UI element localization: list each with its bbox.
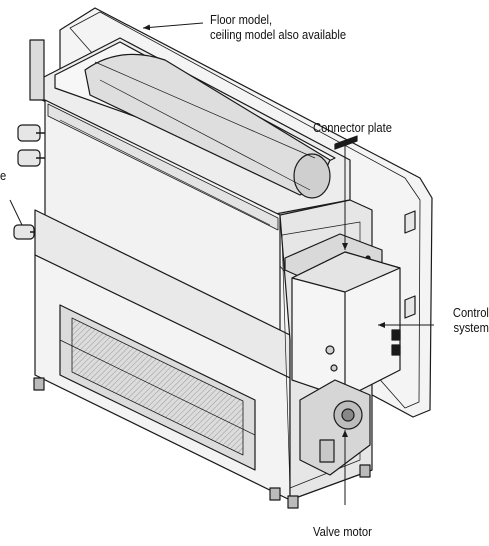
valve-motor [299, 379, 371, 476]
label-cropped-left: e [0, 168, 6, 183]
label-control-system-line2: system [453, 320, 489, 335]
support-feet [33, 377, 371, 509]
front-cover-upper [44, 99, 281, 341]
leader-floor-model [142, 22, 204, 31]
label-floor-model-line2: ceiling model also available [210, 27, 347, 42]
control-system-box [291, 251, 401, 399]
label-control-system: Control system [453, 305, 489, 335]
front-cover-lower [34, 209, 291, 501]
label-valve-motor-text: Valve motor [313, 524, 372, 539]
fan-housing [41, 37, 351, 216]
label-floor-model-line1: Floor model, [210, 12, 273, 27]
callout-leaders [9, 22, 434, 505]
leader-cropped-left [9, 199, 23, 226]
label-connector-plate: Connector plate [313, 120, 392, 135]
label-connector-plate-text: Connector plate [313, 120, 392, 135]
label-cropped-left-text: e [0, 168, 7, 183]
label-floor-model: Floor model, ceiling model also availabl… [210, 12, 346, 42]
label-valve-motor: Valve motor [313, 524, 372, 539]
label-control-system-line1: Control [452, 305, 489, 320]
pipe-connections [13, 39, 48, 240]
